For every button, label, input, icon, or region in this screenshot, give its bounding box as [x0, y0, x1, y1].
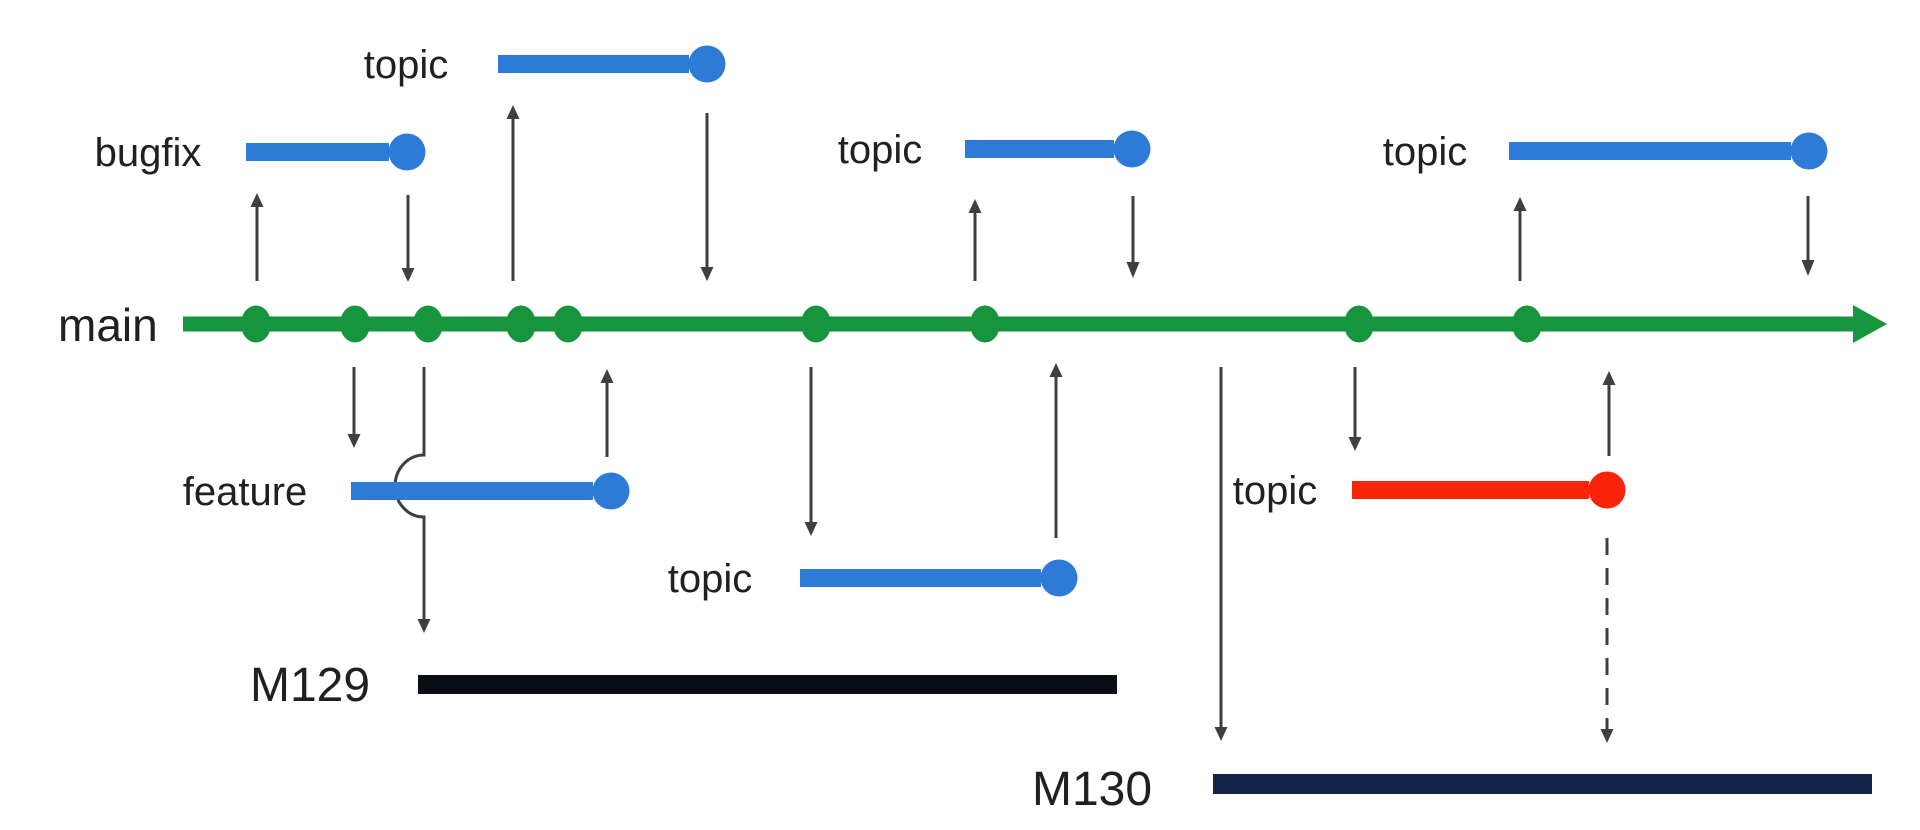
release-arrow-m130-head: [1214, 727, 1228, 741]
branch-topic-upper-label: topic: [364, 43, 449, 87]
milestone-m129-bar: [418, 675, 1117, 694]
branch-bugfix-tip-dot: [388, 133, 426, 171]
branch-topic-top-right: topic: [1383, 130, 1828, 174]
branch-feature: feature: [183, 470, 630, 514]
fork-arrow-topic-upper: [506, 105, 520, 281]
branch-feature-label: feature: [183, 470, 308, 514]
merge-arrow-topic-upper: [700, 113, 714, 281]
release-arrow-m130: [1214, 367, 1228, 741]
commit-dot: [970, 305, 1000, 343]
hotfix-port-dashed-arrow: [1600, 538, 1614, 743]
fork-arrow-topic-bottom: [804, 367, 818, 536]
commit-dot: [506, 305, 536, 343]
commit-dot: [553, 305, 583, 343]
branch-bugfix-label: bugfix: [95, 131, 202, 175]
branch-topic-upper: topic: [364, 43, 726, 87]
main-branch-arrowhead: [1853, 305, 1887, 343]
branch-feature-tip-dot: [592, 472, 630, 510]
commit-dot: [1344, 305, 1374, 343]
fork-arrow-bugfix: [250, 193, 264, 281]
merge-arrow-topic-top-right: [1801, 196, 1815, 276]
branch-topic-top-right-label: topic: [1383, 130, 1468, 174]
commit-dot: [340, 305, 370, 343]
branch-topic-hotfix-tip-dot: [1588, 471, 1626, 509]
merge-arrow-topic-bottom: [1049, 363, 1063, 538]
milestone-m129: M129: [250, 659, 1117, 712]
commit-dot: [1512, 305, 1542, 343]
milestone-m129-label: M129: [250, 659, 370, 712]
fork-arrow-topic-top-right: [1513, 197, 1527, 281]
branch-topic-hotfix-label: topic: [1233, 469, 1318, 513]
merge-arrow-bugfix: [401, 195, 415, 282]
commit-dot: [241, 305, 271, 343]
fork-arrow-topic-mid-top: [968, 199, 982, 281]
branch-topic-mid-top-tip-dot: [1113, 130, 1151, 168]
merge-arrow-feature: [600, 369, 614, 457]
commit-dot: [413, 305, 443, 343]
branch-topic-hotfix: topic: [1233, 469, 1626, 513]
branch-topic-upper-tip-dot: [688, 45, 726, 83]
branch-topic-top-right-tip-dot: [1790, 132, 1828, 170]
merge-arrow-topic-mid-top: [1126, 196, 1140, 278]
branch-topic-bottom-label: topic: [668, 557, 753, 601]
hotfix-port-arrow-head: [1600, 729, 1614, 743]
milestone-m130-bar: [1213, 774, 1872, 794]
commit-dot: [801, 305, 831, 343]
main-branch: main: [58, 299, 1887, 351]
main-branch-label: main: [58, 299, 158, 351]
milestone-m130-label: M130: [1032, 763, 1152, 816]
branch-topic-bottom: topic: [668, 557, 1078, 601]
branch-topic-mid-top: topic: [838, 128, 1151, 172]
fork-arrow-topic-hotfix: [1348, 367, 1362, 451]
milestone-m130: M130: [1032, 763, 1872, 816]
branch-bugfix: bugfix: [95, 131, 426, 175]
fork-arrow-feature: [347, 367, 361, 448]
branch-topic-bottom-tip-dot: [1040, 559, 1078, 597]
release-arrow-m129-head: [417, 619, 431, 633]
branch-topic-mid-top-label: topic: [838, 128, 923, 172]
merge-arrow-topic-hotfix: [1602, 371, 1616, 456]
